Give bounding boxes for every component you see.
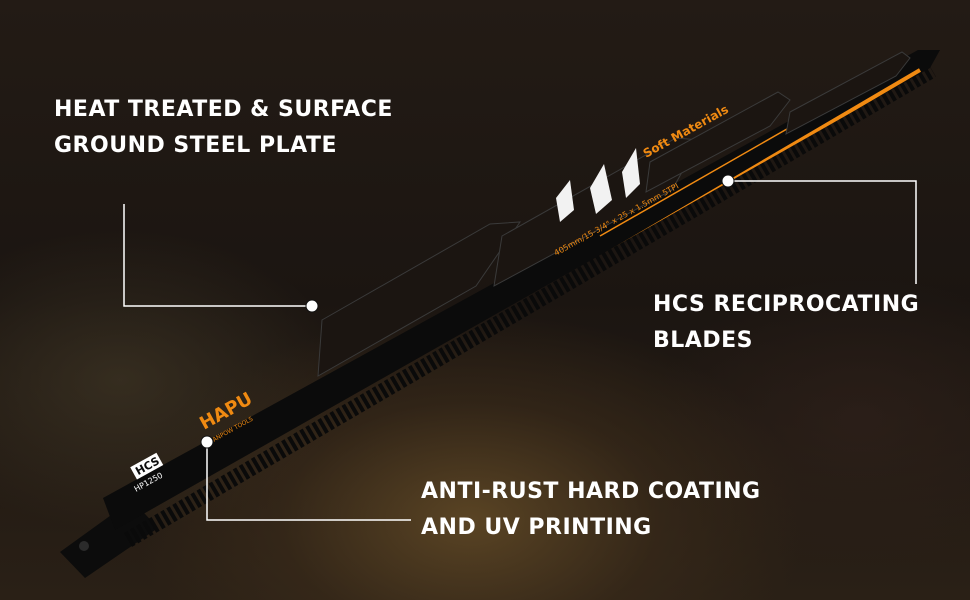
blade-slot (317, 221, 521, 377)
heat-treated-leader (123, 204, 311, 307)
claw-mark (556, 180, 574, 222)
heat-treated-callout: HEAT TREATED & SURFACE GROUND STEEL PLAT… (54, 92, 393, 164)
anti-rust-line2: AND UV PRINTING (421, 515, 652, 540)
anti-rust-dot (200, 435, 214, 449)
anti-rust-leader (206, 444, 411, 521)
blade-slot (785, 51, 911, 135)
blade-body (103, 50, 940, 530)
hcs-leader (728, 180, 917, 284)
anti-rust-line1: ANTI-RUST HARD COATING (421, 479, 761, 504)
anti-rust-callout: ANTI-RUST HARD COATING AND UV PRINTING (421, 474, 761, 546)
heat-treated-dot (305, 299, 319, 313)
hcs-dot (721, 174, 735, 188)
hcs-callout: HCS RECIPROCATING BLADES (653, 287, 919, 359)
hcs-badge (130, 452, 164, 480)
hcs-line2: BLADES (653, 328, 753, 353)
blade-slot (645, 91, 791, 193)
heat-treated-line2: GROUND STEEL PLATE (54, 133, 337, 158)
claw-mark (622, 148, 640, 198)
hcs-line1: HCS RECIPROCATING (653, 292, 920, 317)
heat-treated-line1: HEAT TREATED & SURFACE (54, 97, 393, 122)
blade-teeth (123, 63, 937, 547)
shank-hole (79, 541, 89, 551)
claw-mark (590, 164, 612, 214)
